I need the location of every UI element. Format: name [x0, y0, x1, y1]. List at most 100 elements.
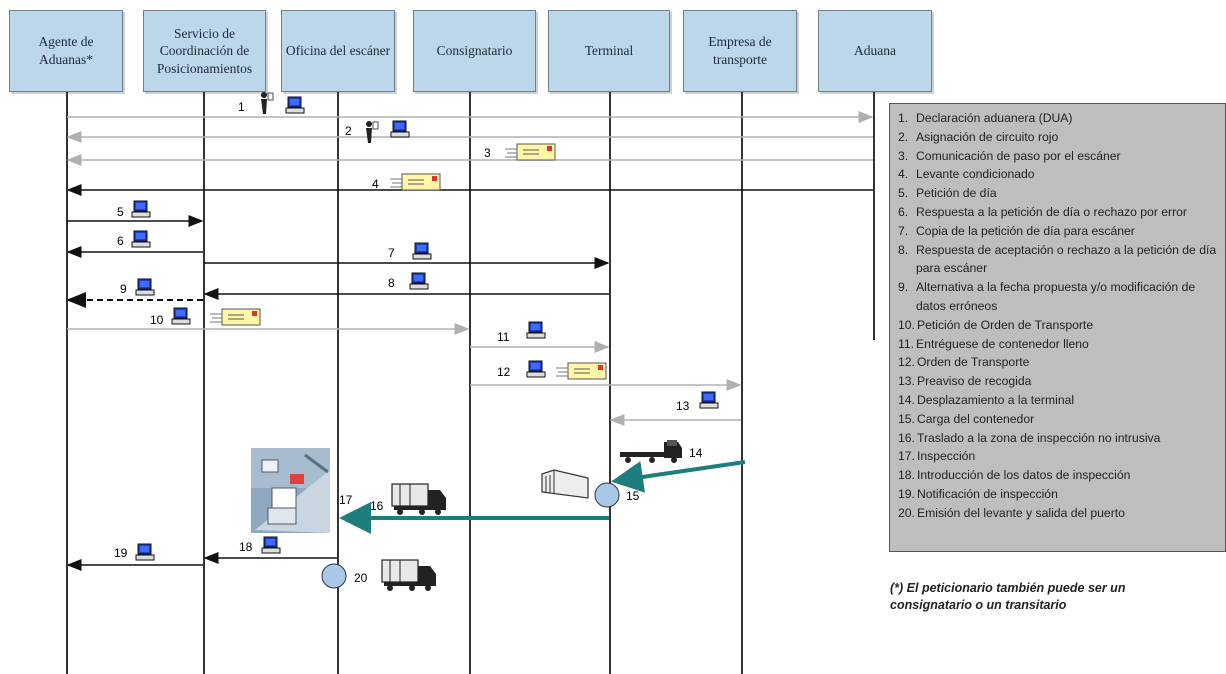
lifeline-consignatario — [469, 92, 471, 674]
actor-label: Terminal — [584, 43, 634, 59]
legend-text: Desplazamiento a la terminal — [916, 392, 1075, 407]
legend-text: Copia de la petición de día para escáner — [916, 223, 1135, 238]
legend-item: 9.Alternativa a la fecha propuesta y/o m… — [898, 278, 1219, 316]
actor-label: Agente de Aduanas* — [38, 34, 94, 67]
message-number: 10 — [150, 313, 164, 327]
message-2 — [66, 120, 873, 144]
legend-num: 14. — [898, 392, 915, 407]
message-16 — [339, 483, 609, 534]
legend-text: Entréguese de contenedor lleno — [916, 336, 1089, 351]
message-4 — [66, 173, 873, 196]
footnote: (*) El peticionario también puede ser un… — [890, 581, 1126, 612]
legend-num: 3. — [898, 148, 909, 163]
person-icon — [365, 120, 379, 144]
message-17-scanner — [251, 448, 330, 533]
actor-label: Consignatario — [436, 43, 513, 59]
legend-item: 2.Asignación de circuito rojo — [898, 128, 1219, 147]
legend-text: Petición de día — [916, 186, 997, 201]
message-number: 16 — [370, 499, 384, 513]
computer-icon — [390, 120, 410, 138]
message-3 — [66, 143, 873, 166]
legend-item: 12.Orden de Transporte — [898, 353, 1219, 372]
actor-terminal: Terminal — [548, 10, 670, 92]
lifeline-empresa — [741, 92, 743, 674]
legend-item: 13.Preaviso de recogida — [898, 372, 1219, 391]
truck-icon — [381, 559, 437, 592]
actor-label: Empresa de transporte — [708, 34, 772, 67]
message-number: 17 — [339, 493, 353, 507]
legend-text: Respuesta de aceptación o rechazo a la p… — [916, 242, 1217, 276]
message-number: 7 — [388, 246, 395, 260]
actor-servicio-coordinacion: Servicio de Coordinación de Posicionamie… — [143, 10, 266, 92]
message-number: 12 — [497, 365, 511, 379]
legend-num: 8. — [898, 242, 909, 257]
truck-icon — [391, 483, 447, 516]
message-number: 14 — [689, 446, 703, 460]
legend-item: 1. Declaración aduanera (DUA) — [898, 109, 1219, 128]
message-number: 11 — [497, 330, 510, 344]
actor-consignatario: Consignatario — [413, 10, 536, 92]
legend-num: 2. — [898, 129, 909, 144]
message-6 — [66, 230, 203, 258]
lifeline-agente — [66, 92, 68, 674]
computer-icon — [412, 242, 432, 260]
legend-item: 8. Respuesta de aceptación o rechazo a la… — [898, 241, 1219, 279]
message-15 — [541, 469, 620, 508]
envelope-icon — [504, 143, 556, 161]
legend-text: Traslado a la zona de inspección no intr… — [916, 430, 1161, 445]
legend-text: Introducción de los datos de inspección — [916, 468, 1131, 483]
lifeline-servicio — [203, 92, 205, 674]
legend-num: 13. — [898, 374, 915, 389]
message-1 — [67, 91, 874, 123]
message-11 — [470, 321, 610, 353]
actor-aduana: Aduana — [818, 10, 932, 92]
message-number: 13 — [676, 399, 690, 413]
envelope-icon — [209, 308, 261, 326]
legend-num: 17. — [898, 449, 915, 464]
legend-num: 5. — [898, 186, 909, 201]
message-number: 2 — [345, 124, 352, 138]
legend-item: 16.Traslado a la zona de inspección no i… — [898, 429, 1219, 448]
legend-text: Petición de Orden de Transporte — [916, 317, 1094, 332]
message-14 — [611, 440, 746, 493]
lifeline-aduana — [873, 92, 875, 340]
computer-icon — [261, 536, 281, 554]
actor-agente-de-aduanas: Agente de Aduanas* — [9, 10, 123, 92]
message-8 — [203, 272, 609, 300]
message-20 — [321, 559, 437, 592]
legend-text: Declaración aduanera (DUA) — [916, 111, 1073, 125]
lifeline-terminal — [609, 92, 611, 674]
computer-icon — [135, 543, 155, 561]
legend-text: Carga del contenedor — [916, 411, 1035, 426]
legend-text: Respuesta a la petición de día o rechazo… — [916, 204, 1187, 219]
legend-num: 12. — [898, 355, 915, 370]
legend-num: 1. — [898, 111, 909, 125]
computer-icon — [131, 230, 151, 248]
legend-num: 19. — [898, 486, 915, 501]
legend-text: Levante condicionado — [916, 167, 1035, 182]
legend-item: 5. Petición de día — [898, 184, 1219, 203]
legend-num: 10. — [898, 317, 915, 332]
computer-icon — [409, 272, 429, 290]
actor-label: Aduana — [854, 43, 896, 59]
legend-item: 10.Petición de Orden de Transporte — [898, 316, 1219, 335]
legend-text: Notificación de inspección — [916, 486, 1058, 501]
message-number: 20 — [354, 571, 368, 585]
legend-text: Alternativa a la fecha propuesta y/o mod… — [916, 280, 1196, 313]
legend-item: 14.Desplazamiento a la terminal — [898, 391, 1219, 410]
legend-num: 11. — [898, 336, 915, 351]
legend-item: 18.Introducción de los datos de inspecci… — [898, 466, 1219, 485]
actor-label: Servicio de Coordinación de Posicionamie… — [156, 25, 253, 76]
message-7 — [204, 242, 610, 269]
message-number: 15 — [626, 489, 640, 503]
message-number: 3 — [484, 146, 491, 160]
message-10 — [67, 307, 470, 335]
computer-icon — [171, 307, 191, 325]
person-icon — [260, 91, 274, 115]
legend-num: 6. — [898, 204, 909, 219]
legend-text: Preaviso de recogida — [916, 374, 1032, 389]
legend-item: 11.Entréguese de contenedor lleno — [898, 335, 1219, 354]
computer-icon — [131, 200, 151, 218]
message-number: 19 — [114, 546, 128, 560]
lifeline-oficina — [337, 92, 339, 674]
